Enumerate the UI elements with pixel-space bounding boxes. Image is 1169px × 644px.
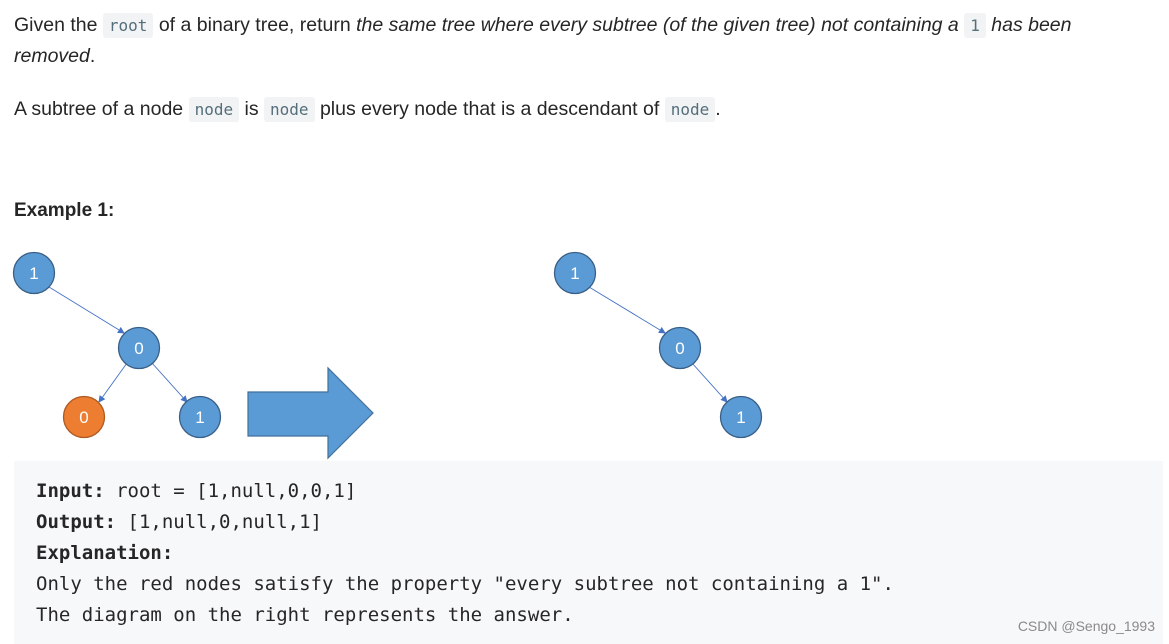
node-circle-blue: [553, 251, 597, 295]
tree-node: 0: [117, 326, 161, 370]
edge-node-to-right-child: [691, 362, 728, 403]
watermark: CSDN @Sengo_1993: [1017, 618, 1155, 634]
output-label: Output:: [36, 511, 117, 533]
inline-code-node-3: node: [664, 97, 716, 122]
input-value: root = [1,null,0,0,1]: [104, 480, 357, 502]
node-label: 1: [736, 408, 745, 427]
node-circle-blue: [658, 326, 702, 370]
inline-code-node-2: node: [264, 97, 315, 122]
subtree-definition: A subtree of a node node is node plus ev…: [14, 97, 721, 122]
tree-node: 0: [658, 326, 702, 370]
node-label: 1: [195, 408, 204, 427]
inline-code-node-1: node: [188, 97, 240, 122]
node-label: 1: [29, 264, 38, 283]
tree-node: 1: [553, 251, 597, 295]
example-block: Input: root = [1,null,0,0,1] Output: [1,…: [14, 461, 1163, 644]
node-label: 0: [675, 339, 684, 358]
explanation-label: Explanation:: [36, 542, 174, 564]
transform-arrow-icon: [247, 366, 374, 460]
tree-node: 1: [12, 251, 56, 295]
node-label: 0: [134, 339, 143, 358]
tree-diagram: 1 0 0 1 1 0 1: [12, 251, 763, 460]
tree-node: 1: [178, 395, 222, 439]
output-value: [1,null,0,null,1]: [116, 511, 322, 533]
node-label: 0: [79, 408, 88, 427]
explanation-line: Only the red nodes satisfy the property …: [36, 573, 894, 595]
tree-node: 0: [62, 395, 106, 439]
edge-node-to-right-child: [151, 362, 188, 403]
node-circle-blue: [178, 395, 222, 439]
edge-node-to-left-child: [98, 362, 128, 403]
node-circle-blue: [719, 395, 763, 439]
inline-code-one: 1: [964, 13, 986, 38]
edge-root-to-right-child: [48, 286, 125, 334]
explanation-line: The diagram on the right represents the …: [36, 604, 574, 626]
problem-description: Given the root of a binary tree, return …: [14, 13, 1072, 67]
node-circle-red: [62, 395, 106, 439]
input-label: Input:: [36, 480, 105, 502]
tree-node: 1: [719, 395, 763, 439]
example-title: Example 1:: [14, 200, 115, 221]
node-circle-blue: [117, 326, 161, 370]
node-label: 1: [570, 264, 579, 283]
edge-root-to-right-child: [588, 286, 666, 334]
inline-code-root: root: [102, 13, 154, 38]
node-circle-blue: [12, 251, 56, 295]
